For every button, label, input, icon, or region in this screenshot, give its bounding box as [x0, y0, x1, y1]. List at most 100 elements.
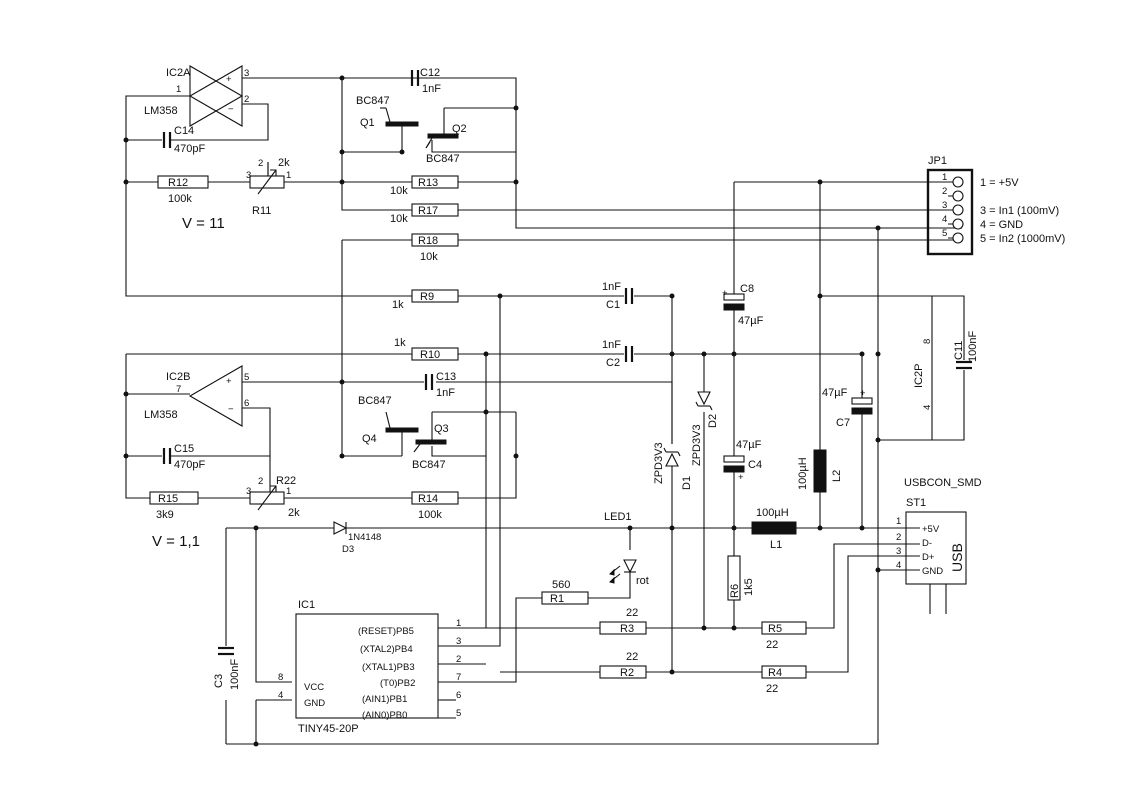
ic1-pin4: 4: [278, 690, 283, 701]
c3-value: 100nF: [229, 659, 241, 690]
r17-label: R17: [418, 205, 438, 217]
l1-value: 100µH: [756, 507, 789, 519]
inductor-l2: [813, 449, 827, 493]
q2-type: BC847: [426, 153, 460, 165]
connector-st1-usb: [902, 511, 967, 614]
usbcon-label: USBCON_SMD: [904, 477, 982, 489]
diode-d2: [695, 391, 713, 411]
q4-type: BC847: [358, 395, 392, 407]
ic1-pin5: 5: [456, 708, 461, 719]
r18-value: 10k: [420, 251, 438, 263]
junctions: [123, 75, 881, 747]
r14-label: R14: [418, 493, 438, 505]
r12-label: R12: [168, 177, 188, 189]
d3-type: 1N4148: [348, 532, 381, 543]
ic1-pin3: 3: [456, 636, 461, 647]
r22-pin3: 3: [246, 486, 251, 497]
q3-type: BC847: [412, 459, 446, 471]
jp1-pin5: 5: [942, 228, 947, 239]
jp1-legend-1: 1 = +5V: [980, 177, 1019, 189]
d1-type: ZPD3V3: [653, 442, 665, 484]
r1-label: R1: [550, 593, 564, 605]
r18-label: R18: [418, 235, 438, 247]
ic1-pb0: (AIN0)PB0: [362, 710, 407, 721]
d1-label: D1: [681, 476, 693, 490]
jp1-legend-5: 5 = In2 (1000mV): [980, 233, 1065, 245]
c15-label: C15: [174, 443, 194, 455]
c2-label: C2: [606, 357, 620, 369]
ic2b-label: IC2B: [166, 371, 190, 383]
c12-label: C12: [420, 67, 440, 79]
r6-value: 1k5: [743, 578, 755, 596]
usb-label: USB: [949, 543, 965, 572]
ic1-pb1: (AIN1)PB1: [362, 694, 407, 705]
r22-pin2: 2: [258, 476, 263, 487]
opamp-ic2b: + −: [188, 365, 243, 427]
c8-label: C8: [740, 283, 754, 295]
r2-label: R2: [620, 667, 634, 679]
ic1-pb5: (RESET)PB5: [358, 626, 414, 637]
ic1-chip: [295, 613, 456, 719]
r17-value: 10k: [390, 213, 408, 225]
ic2p-label: IC2P: [913, 364, 925, 388]
capacitor-c13: [424, 374, 434, 390]
led-led1: [609, 559, 637, 584]
ic2p-pin8: 8: [922, 339, 933, 344]
svg-text:+: +: [226, 376, 232, 387]
r11-pin3: 3: [246, 170, 251, 181]
r10-label: R10: [420, 349, 440, 361]
ic1-pb4: (XTAL2)PB4: [360, 644, 413, 655]
svg-text:+: +: [860, 388, 866, 399]
r15-value: 3k9: [156, 509, 174, 521]
ic2a-pin2: 2: [244, 94, 249, 105]
r4-value: 22: [766, 683, 778, 695]
c1-value: 1nF: [602, 281, 621, 293]
ic1-pb3: (XTAL1)PB3: [362, 662, 415, 673]
d2-label: D2: [707, 414, 719, 428]
c11-label: C11: [953, 341, 965, 360]
svg-text:−: −: [228, 104, 234, 115]
ic2a-type: LM358: [144, 105, 178, 117]
q1-label: Q1: [360, 117, 375, 129]
r12-value: 100k: [168, 193, 192, 205]
ic1-label: IC1: [298, 599, 315, 611]
c14-value: 470pF: [174, 143, 205, 155]
inductor-l1: [751, 521, 797, 535]
c13-label: C13: [436, 371, 456, 383]
st1-gnd: GND: [922, 566, 943, 577]
st1-pin4: 4: [896, 560, 901, 571]
r22-value: 2k: [288, 507, 300, 519]
ic1-vcc: VCC: [304, 682, 324, 693]
c3-label: C3: [213, 674, 225, 688]
st1-5v: +5V: [922, 524, 940, 535]
q1-type: BC847: [356, 95, 390, 107]
r2-value: 22: [626, 651, 638, 663]
jp1-pin1: 1: [942, 172, 947, 183]
ic2a-pin3: 3: [244, 68, 249, 79]
ic2b-pin5: 5: [244, 372, 249, 383]
jp1-pin2: 2: [942, 186, 947, 197]
svg-text:+: +: [738, 472, 744, 483]
r22-label: R22: [276, 475, 296, 487]
capacitor-c2: [624, 346, 634, 362]
r10-value: 1k: [394, 337, 406, 349]
gain-label-1: V = 11: [182, 215, 225, 232]
c8-value: 47µF: [738, 315, 764, 327]
capacitor-c4: +: [723, 455, 745, 483]
st1-label: ST1: [906, 497, 926, 509]
ic1-pin6: 6: [456, 690, 461, 701]
ic1-pin8: 8: [278, 672, 283, 683]
ic2a-pin1: 1: [176, 84, 181, 95]
r22-pin1: 1: [286, 486, 291, 497]
transistor-q1: [380, 107, 419, 140]
ic1-gnd: GND: [304, 698, 325, 709]
q4-label: Q4: [362, 433, 377, 445]
d3-label: D3: [342, 544, 354, 555]
r11-value: 2k: [278, 157, 290, 169]
svg-text:+: +: [722, 288, 728, 299]
r4-label: R4: [768, 667, 782, 679]
c13-value: 1nF: [436, 387, 455, 399]
st1-dminus: D-: [922, 538, 932, 549]
jp1-pin3: 3: [942, 200, 947, 211]
